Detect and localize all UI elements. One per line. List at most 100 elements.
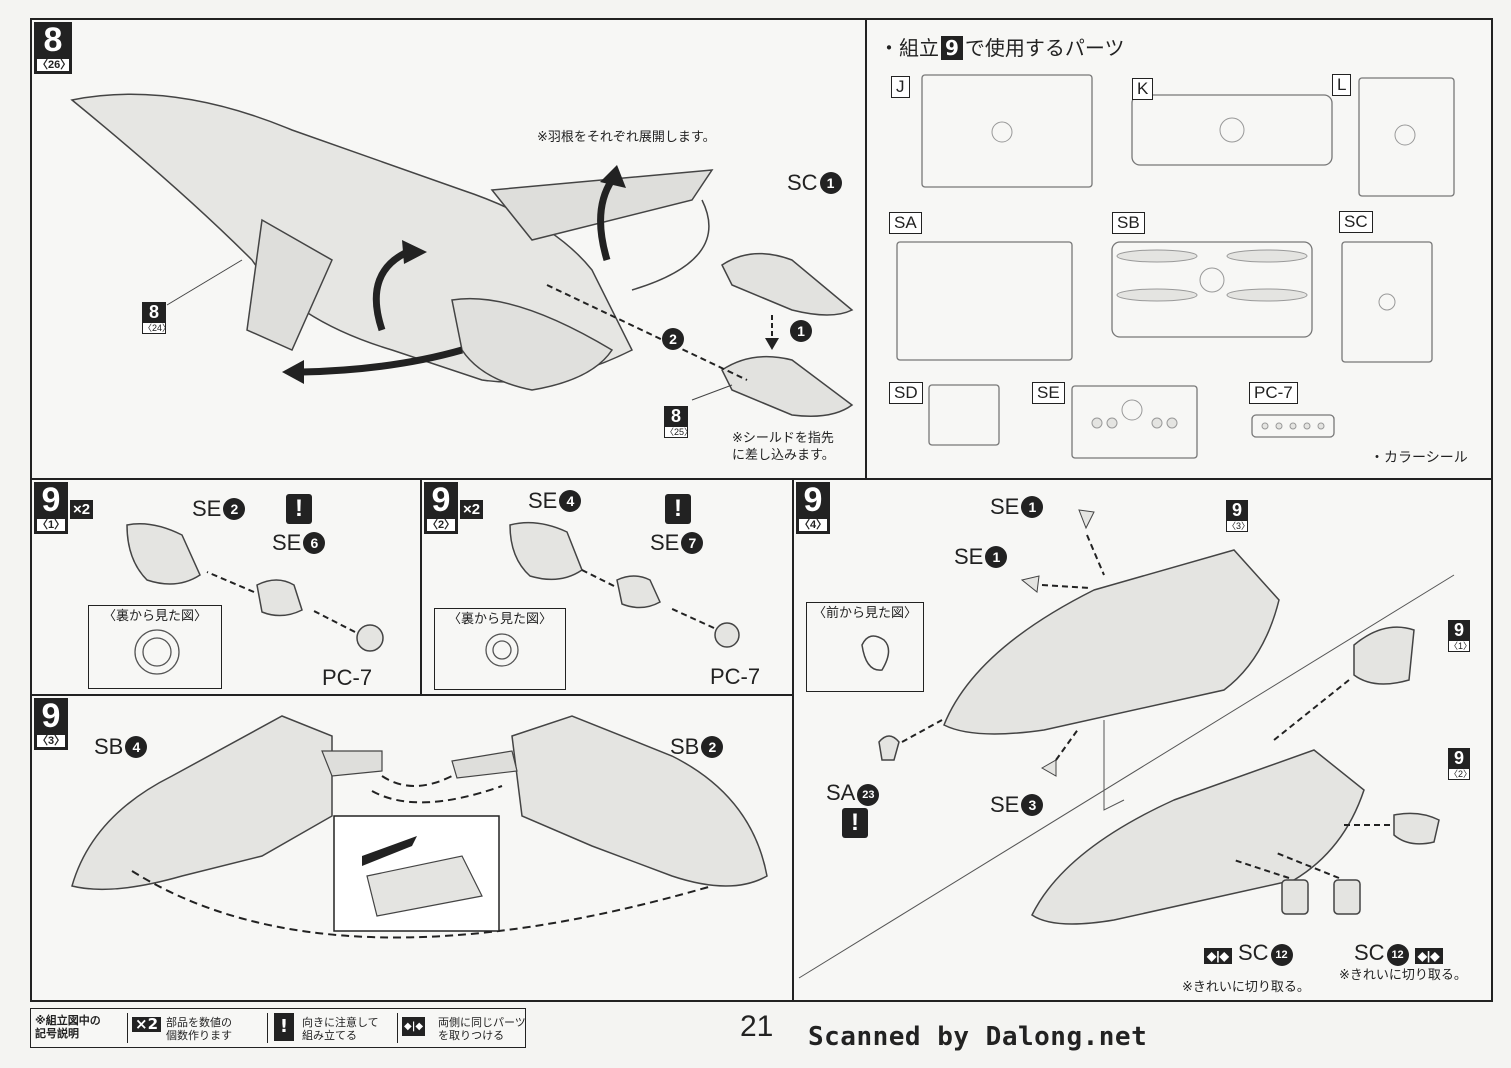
step9-2-illustration <box>485 521 740 667</box>
step9-4-note-cut-right: ※きれいに切り取る。 <box>1339 968 1467 983</box>
step8-note-wings: ※羽根をそれぞれ展開します。 <box>537 130 716 145</box>
part-code: SE <box>990 792 1020 817</box>
runner-tag-l: L <box>1332 74 1352 96</box>
runner-tag-sc: SC <box>1339 211 1373 233</box>
part-code: SB <box>94 734 124 759</box>
step-number: 9 <box>803 481 823 519</box>
part-code: SB <box>670 734 700 759</box>
step9-2-warn-icon: ! <box>665 494 691 524</box>
step-number: 9 <box>41 697 61 735</box>
step-sub: 〈3〉 <box>36 734 66 748</box>
step9-1-illustration <box>126 523 384 675</box>
runner-tag-k: K <box>1132 78 1154 100</box>
runner-tag-sb: SB <box>1112 212 1145 234</box>
step9-4-badge: 9 〈4〉 <box>796 482 830 534</box>
step-order-2: 2 <box>662 328 684 350</box>
ref-number: 9 <box>1448 620 1470 640</box>
part-code: SE <box>272 530 302 555</box>
step-sub: 〈2〉 <box>426 518 456 532</box>
ref-number: 8 <box>142 302 166 322</box>
heading-pre: ・組立 <box>879 36 939 60</box>
step9-2-inset-rear-view: 〈裏から見た図〉 <box>434 608 566 690</box>
both-sides-icon: ◆|◆ <box>1414 948 1443 964</box>
heading-step: 9 <box>941 36 963 60</box>
step9-1-badge: 9 〈1〉 <box>34 482 68 534</box>
step9-2-badge: 9 〈2〉 <box>424 482 458 534</box>
part-num: 4 <box>559 490 582 512</box>
step9-1-warn-icon: ! <box>286 494 312 524</box>
step8-ref-body: 8 〈24〉 <box>142 302 172 334</box>
step8-arrow-1: 1 <box>788 318 812 344</box>
inset-title: 〈前から見た図〉 <box>812 606 917 621</box>
runner-tag-sa: SA <box>889 212 922 234</box>
both-sides-icon: ◆|◆ <box>402 1017 426 1036</box>
step-sub: 〈1〉 <box>36 518 66 532</box>
runner-illustrations <box>896 74 1455 459</box>
part-code: SE <box>192 496 222 521</box>
part-code: SE <box>990 494 1020 519</box>
step9-4-ref-2: 9 〈2〉 <box>1448 748 1473 780</box>
ref-sub: 〈2〉 <box>1448 768 1473 780</box>
step9-2-part-pc7: PC-7 <box>710 664 761 689</box>
part-num: 4 <box>125 736 148 758</box>
inset-title: 〈裏から見た図〉 <box>102 609 207 624</box>
part-num: 23 <box>857 784 880 806</box>
part-code: SA <box>826 780 856 805</box>
warn-icon: ! <box>274 1013 294 1041</box>
legend-item-text: 部品を数値の 個数作ります <box>166 1016 232 1042</box>
ref-sub: 〈1〉 <box>1448 640 1473 652</box>
legend-item-caution: ! 向きに注意して 組み立てる <box>267 1013 398 1043</box>
step8-badge: 8 〈26〉 <box>34 22 72 74</box>
step9-4-ref-3: 9 〈3〉 <box>1226 500 1251 532</box>
step9-4-illustration <box>798 509 1455 979</box>
step9-2-multiplier: ×2 <box>460 500 484 519</box>
legend-item-both-sides: ◆|◆ 両側に同じパーツ を取りつける <box>397 1013 526 1043</box>
step9-1-inset-rear-view: 〈裏から見た図〉 <box>88 605 222 689</box>
step9-4-warn-icon: ! <box>842 808 868 838</box>
ref-number: 8 <box>664 406 688 426</box>
step9-4-inset-front-view: 〈前から見た図〉 <box>806 602 924 692</box>
both-sides-icon: ◆|◆ <box>1204 948 1232 964</box>
part-code: SC <box>787 170 818 195</box>
part-num: 12 <box>1270 944 1293 966</box>
part-code: SE <box>954 544 984 569</box>
scan-credit: Scanned by Dalong.net <box>808 1022 1148 1052</box>
part-num: 3 <box>1021 794 1044 816</box>
legend-item-multiplier: ×2 部品を数値の 個数作ります <box>127 1013 268 1043</box>
ref-sub: 〈3〉 <box>1226 520 1251 532</box>
heading-post: で使用するパーツ <box>964 36 1125 60</box>
step8-arrow-2: 2 <box>660 326 684 352</box>
step9-3-illustration <box>71 715 768 939</box>
symbol-legend: ※組立図中の 記号説明 ×2 部品を数値の 個数作ります ! 向きに注意して 組… <box>30 1008 526 1048</box>
step9-4-ref-1: 9 〈1〉 <box>1448 620 1473 652</box>
part-num: 12 <box>1386 944 1409 966</box>
step-number: 9 <box>41 481 61 519</box>
runner-tag-pc7: PC-7 <box>1249 382 1298 404</box>
step9-3-badge: 9 〈3〉 <box>34 698 68 750</box>
part-code: SE <box>528 488 558 513</box>
part-num: 1 <box>1021 496 1044 518</box>
page-number: 21 <box>740 1010 774 1043</box>
step8-note-shield: ※シールドを指先 に差し込みます。 <box>732 431 835 463</box>
ref-sub: 〈24〉 <box>142 322 172 334</box>
legend-item-text: 両側に同じパーツ を取りつける <box>438 1016 526 1042</box>
step9-4-note-cut-left: ※きれいに切り取る。 <box>1182 980 1310 995</box>
runner-tag-se: SE <box>1032 382 1065 404</box>
part-num: 1 <box>985 546 1008 568</box>
ref-number: 9 <box>1226 500 1248 520</box>
step8-illustration <box>70 93 854 417</box>
part-num: 2 <box>223 498 246 520</box>
inset-title: 〈裏から見た図〉 <box>447 612 552 627</box>
step8-sub: 〈26〉 <box>36 58 72 72</box>
